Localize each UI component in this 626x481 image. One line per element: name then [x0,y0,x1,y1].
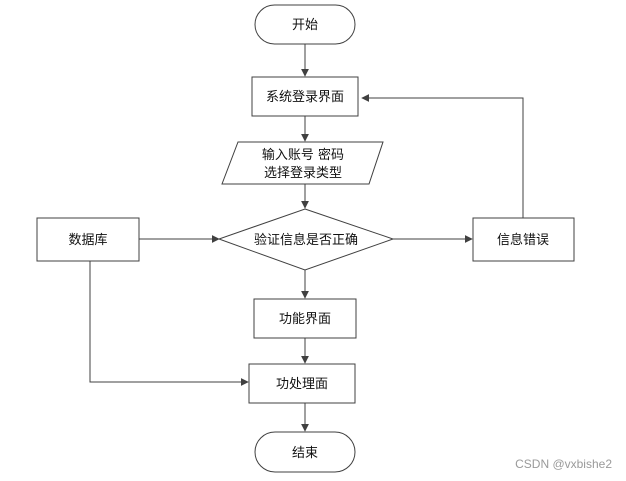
watermark: CSDN @vxbishe2 [515,457,612,471]
database-node: 数据库 [36,217,140,262]
login-screen-node: 系统登录界面 [251,76,359,117]
login-screen-label: 系统登录界面 [266,90,344,105]
input-label-line1: 输入账号 密码 [262,147,344,163]
error-node: 信息错误 [472,217,575,262]
decision-label: 验证信息是否正确 [254,232,358,248]
database-label: 数据库 [68,232,107,248]
input-label-line2: 选择登录类型 [264,166,342,181]
end-label: 结束 [292,446,318,461]
end-node: 结束 [254,431,356,473]
error-label: 信息错误 [497,232,549,248]
decision-node: 验证信息是否正确 [217,208,395,271]
function-screen-node: 功能界面 [253,298,357,339]
input-node: 输入账号 密码 选择登录类型 [221,141,384,185]
function-screen-label: 功能界面 [279,312,331,327]
processing-node: 功处理面 [248,363,356,404]
edge-database-to-processing [89,261,249,386]
edge-error-to-login [361,94,524,218]
start-node: 开始 [254,4,356,45]
processing-label: 功处理面 [276,377,328,392]
start-label: 开始 [292,18,318,33]
